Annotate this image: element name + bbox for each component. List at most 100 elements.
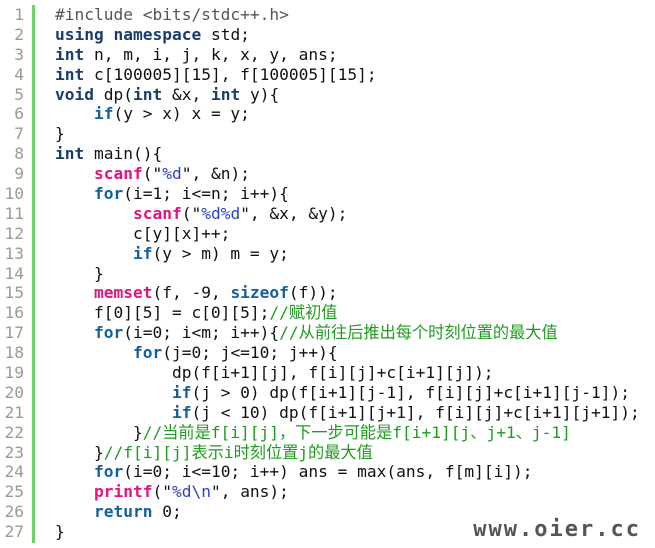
code-line[interactable]: 17 for(i=0; i<m; i++){//从前往后推出每个时刻位置的最大值: [0, 323, 655, 343]
code-line[interactable]: 18 for(j=0; j<=10; j++){: [0, 343, 655, 363]
code-token: (j > 0) dp(f[i+1][j-1], f[i][j]+c[i+1][j…: [191, 382, 631, 402]
code-line[interactable]: 7}: [0, 124, 655, 144]
code-line[interactable]: 26 return 0;: [0, 502, 655, 522]
code-text: }: [55, 124, 65, 144]
keyword-token: int: [55, 44, 85, 64]
function-token: printf: [93, 482, 153, 502]
code-token: }: [55, 263, 104, 283]
code-text: for(j=0; j<=10; j++){: [55, 343, 338, 363]
comment-token: //f[i][j]表示i时刻位置j的最大值: [103, 442, 373, 462]
code-token: ", ans);: [210, 482, 289, 502]
code-text: }: [55, 264, 104, 284]
code-token: 0;: [152, 502, 182, 522]
code-line[interactable]: 10 for(i=1; i<=n; i++){: [0, 184, 655, 204]
code-text: for(i=0; i<=10; i++) ans = max(ans, f[m]…: [55, 462, 533, 482]
code-token: ", &x, &y);: [240, 203, 348, 223]
code-text: int n, m, i, j, k, x, y, ans;: [55, 45, 338, 65]
code-text: }//f[i][j]表示i时刻位置j的最大值: [55, 443, 373, 463]
keyword-token: for: [93, 462, 124, 482]
code-token: [55, 104, 94, 123]
keyword-token: if: [93, 104, 114, 124]
code-text: for(i=1; i<=n; i++){: [55, 184, 289, 204]
comment-token: //赋初值: [269, 303, 338, 323]
code-line[interactable]: 14 }: [0, 264, 655, 284]
code-line[interactable]: 20 if(j > 0) dp(f[i+1][j-1], f[i][j]+c[i…: [0, 383, 655, 403]
keyword-token: void: [55, 84, 94, 104]
code-text: #include <bits/stdc++.h>: [55, 5, 289, 25]
keyword-token: if: [171, 382, 192, 402]
code-line[interactable]: 23 }//f[i][j]表示i时刻位置j的最大值: [0, 443, 655, 463]
code-token: f[0][5] = c[0][5];: [55, 303, 270, 323]
code-token: std;: [201, 24, 250, 44]
line-number: 13: [4, 243, 25, 263]
function-token: memset: [93, 283, 153, 303]
code-line[interactable]: 12 c[y][x]++;: [0, 224, 655, 244]
code-line[interactable]: 1 #include <bits/stdc++.h>: [0, 5, 655, 25]
code-line[interactable]: 27}: [0, 522, 655, 542]
code-token: main(){: [84, 144, 163, 164]
code-text: }//当前是f[i][j]，下一步可能是f[i+1][j、j+1、j-1]: [55, 423, 571, 443]
code-token: #include <bits/stdc++.h>: [55, 5, 289, 24]
line-number: 23: [4, 442, 25, 462]
code-line[interactable]: 9 scanf("%d", &n);: [0, 164, 655, 184]
line-number: 9: [14, 164, 24, 184]
code-token: (i=1; i<=n; i++){: [123, 184, 289, 204]
code-token: [55, 184, 94, 203]
line-number: 19: [4, 363, 25, 383]
code-token: c[100005][15], f[100005][15];: [84, 64, 377, 84]
code-line[interactable]: 13 if(y > m) m = y;: [0, 244, 655, 264]
code-line[interactable]: 25 printf("%d\n", ans);: [0, 482, 655, 502]
code-token: [55, 482, 94, 501]
code-token: (j=0; j<=10; j++){: [162, 343, 338, 363]
code-line[interactable]: 19 dp(f[i+1][j], f[i][j]+c[i+1][j]);: [0, 363, 655, 383]
code-token: (f, -9,: [152, 283, 231, 303]
code-text: printf("%d\n", ans);: [55, 482, 289, 502]
code-line[interactable]: 15 memset(f, -9, sizeof(f));: [0, 283, 655, 303]
keyword-token: int: [132, 84, 163, 104]
line-number: 4: [14, 64, 24, 84]
code-text: }: [55, 522, 65, 542]
code-token: (": [142, 164, 163, 184]
code-line[interactable]: 21 if(j < 10) dp(f[i+1][j+1], f[i][j]+c[…: [0, 403, 655, 423]
string-token: %d%d: [201, 203, 241, 223]
code-line[interactable]: 11 scanf("%d%d", &x, &y);: [0, 204, 655, 224]
code-token: y){: [240, 84, 280, 104]
code-token: &x,: [162, 84, 211, 104]
line-number: 27: [4, 522, 25, 542]
code-token: (": [181, 203, 202, 223]
code-token: [55, 343, 133, 362]
comment-token: //从前往后推出每个时刻位置的最大值: [279, 323, 558, 343]
code-line[interactable]: 24 for(i=0; i<=10; i++) ans = max(ans, f…: [0, 462, 655, 482]
function-token: scanf: [93, 164, 143, 184]
keyword-token: for: [93, 323, 124, 343]
code-token: }: [55, 422, 143, 442]
line-number: 18: [4, 343, 25, 363]
code-token: dp(: [93, 84, 133, 104]
code-text: return 0;: [55, 502, 182, 522]
line-number: 1: [14, 5, 24, 24]
code-line[interactable]: 6 if(y > x) x = y;: [0, 104, 655, 124]
gutter-change-bar: [32, 5, 35, 543]
line-number: 7: [14, 124, 24, 144]
line-number: 5: [14, 84, 24, 104]
code-token: [55, 204, 133, 223]
code-line[interactable]: 22 }//当前是f[i][j]，下一步可能是f[i+1][j、j+1、j-1]: [0, 423, 655, 443]
code-line[interactable]: 16 f[0][5] = c[0][5];//赋初值: [0, 303, 655, 323]
keyword-token: for: [93, 184, 124, 204]
keyword-token: for: [132, 343, 163, 363]
code-text: if(j < 10) dp(f[i+1][j+1], f[i][j]+c[i+1…: [55, 403, 640, 423]
code-text: dp(f[i+1][j], f[i][j]+c[i+1][j]);: [55, 363, 494, 383]
line-number: 6: [14, 104, 24, 124]
code-token: n, m, i, j, k, x, y, ans;: [84, 44, 338, 64]
code-text: if(y > m) m = y;: [55, 244, 289, 264]
code-token: [55, 283, 94, 302]
code-token: (i=0; i<=10; i++) ans = max(ans, f[m][i]…: [123, 462, 533, 482]
code-text: scanf("%d%d", &x, &y);: [55, 204, 347, 224]
code-token: c[y][x]++;: [55, 223, 231, 243]
